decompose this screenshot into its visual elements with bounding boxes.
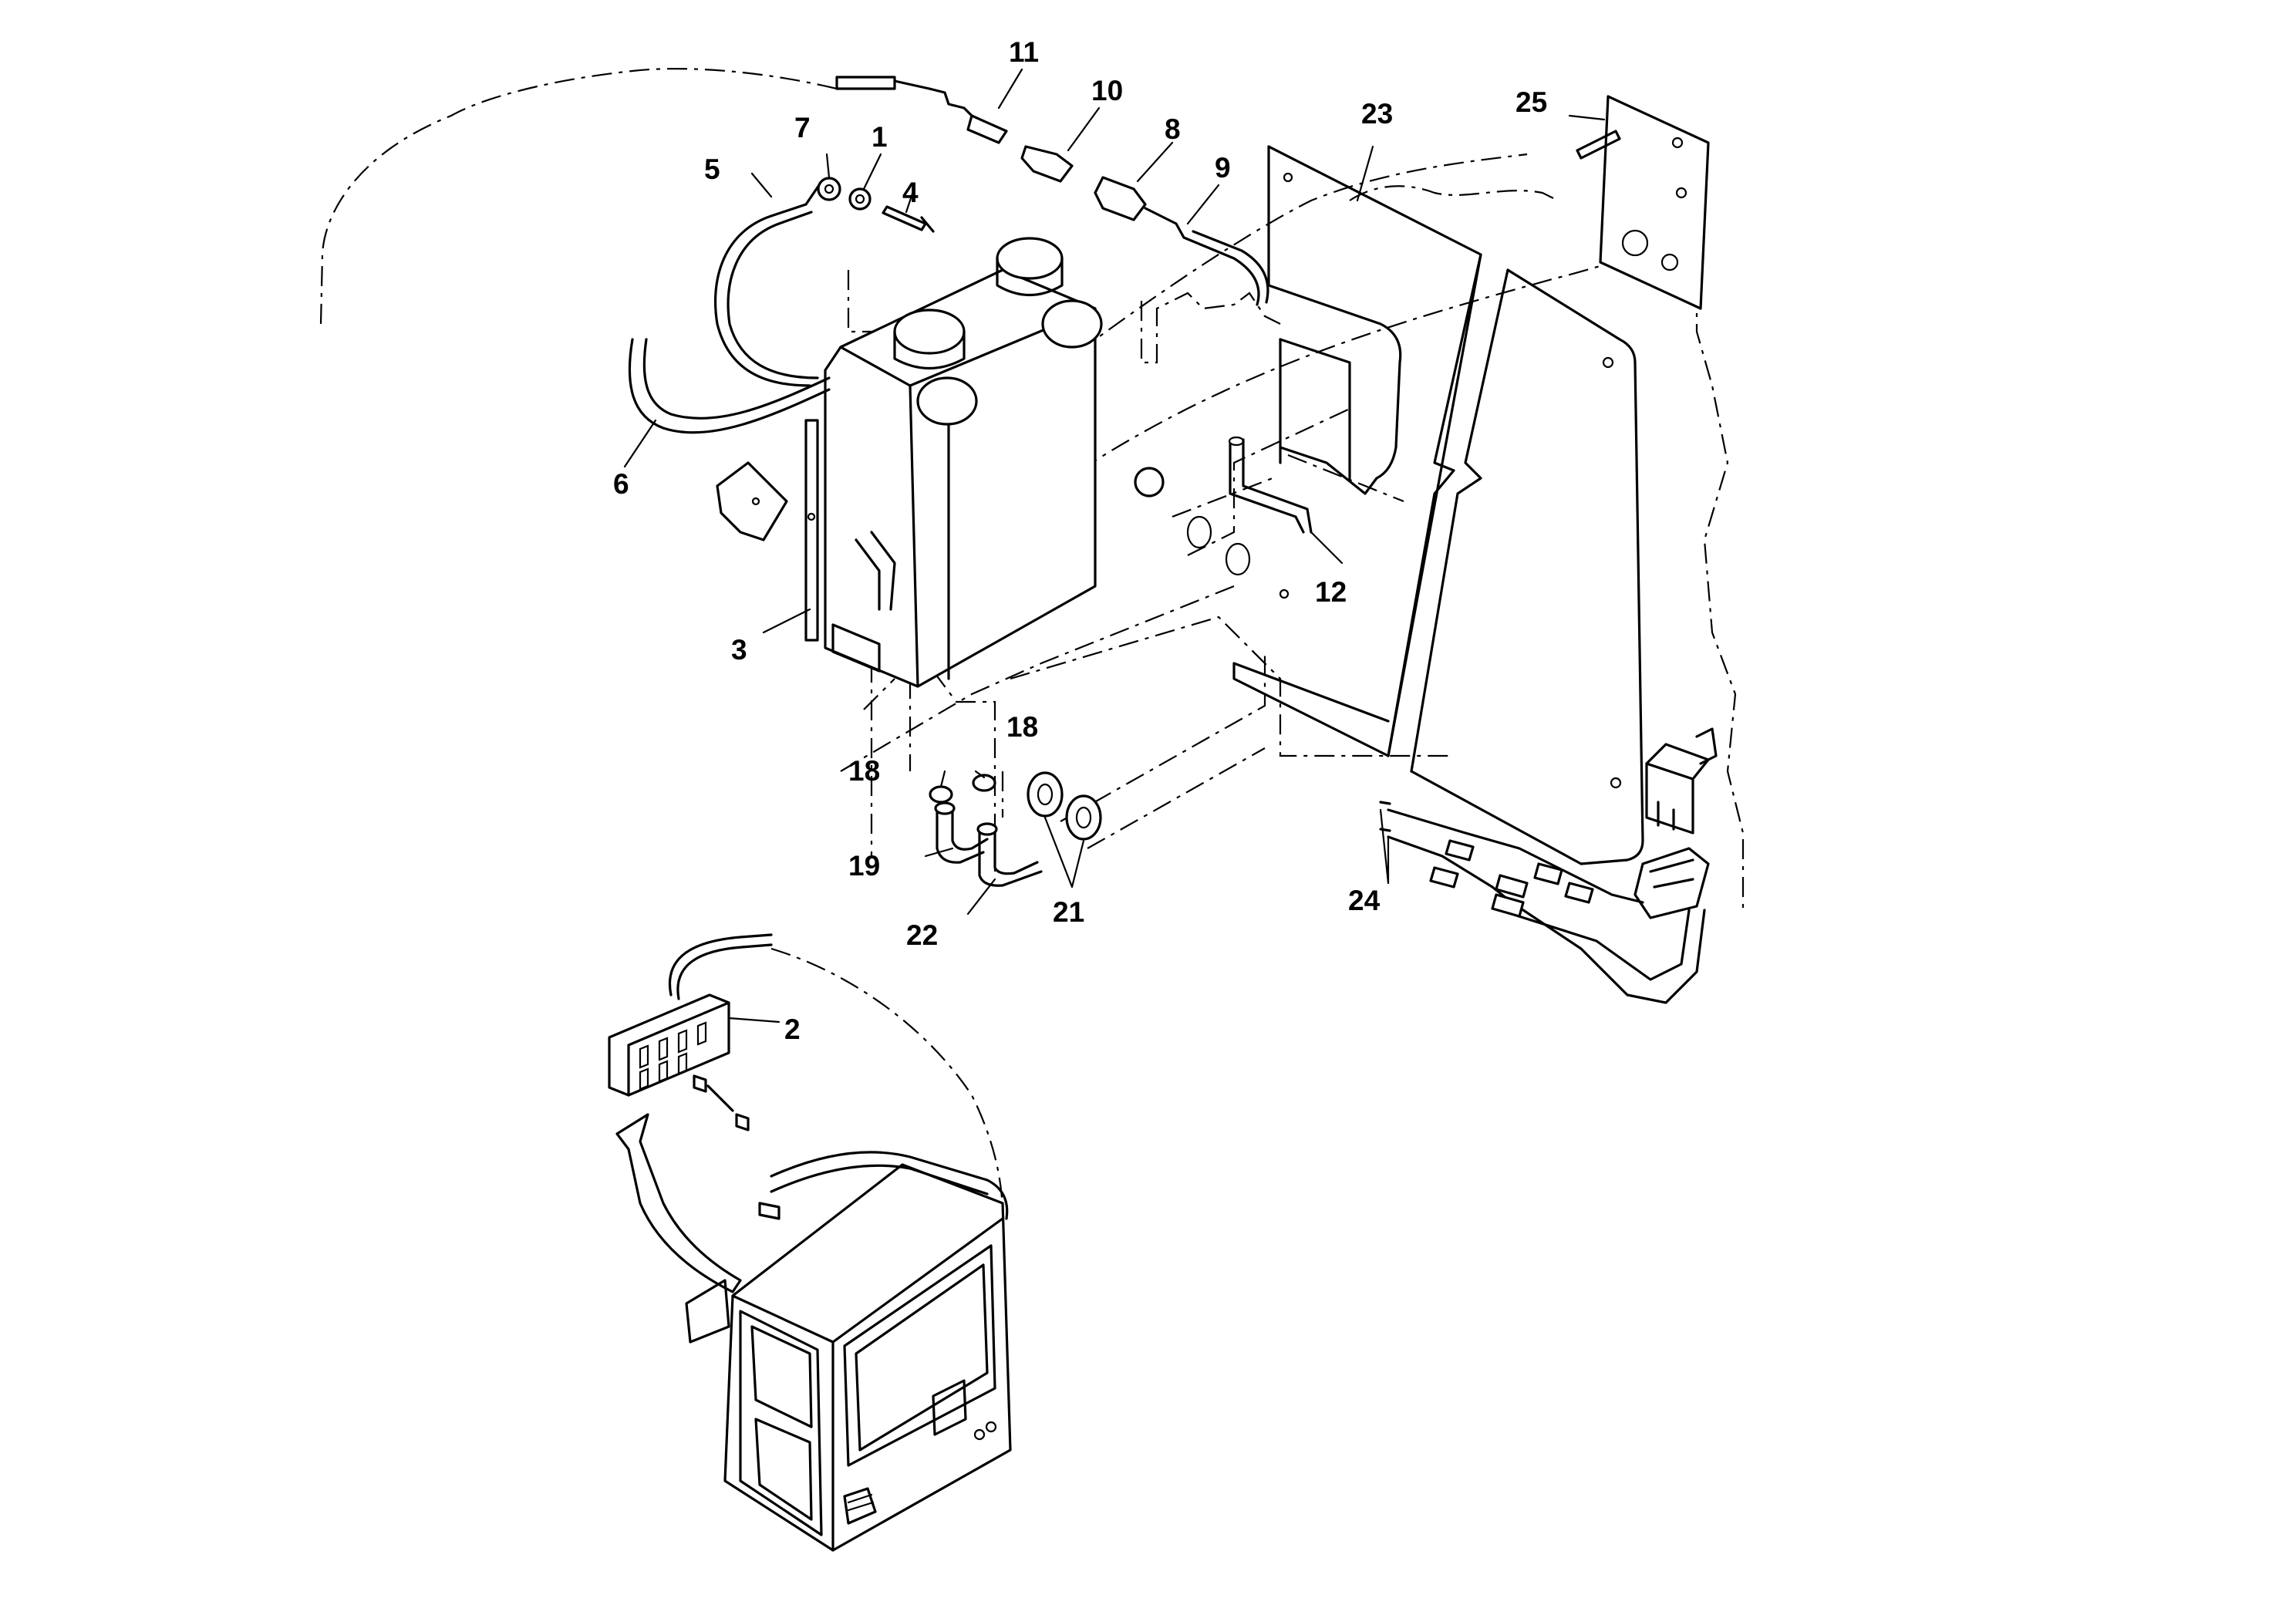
leader-lines — [623, 68, 1606, 1023]
wall-panel — [1232, 145, 1482, 757]
callout-7: 7 — [794, 112, 811, 143]
callout-labels: 11 10 8 9 23 25 7 1 5 4 6 3 12 18 18 19 … — [613, 36, 1547, 1045]
callout-8: 8 — [1165, 113, 1181, 145]
callout-4: 4 — [902, 177, 919, 208]
callout-6: 6 — [613, 468, 629, 500]
callout-2: 2 — [784, 1013, 801, 1045]
mounting-plate — [1576, 95, 1710, 310]
callout-12: 12 — [1315, 576, 1347, 608]
callout-1: 1 — [872, 121, 888, 153]
callout-10: 10 — [1091, 75, 1123, 106]
assembly-lines — [319, 68, 1745, 1419]
hose-fittings — [929, 771, 1102, 887]
cables — [628, 76, 931, 434]
callout-3: 3 — [731, 634, 747, 666]
cab-illustration — [685, 1151, 1012, 1552]
callout-9: 9 — [1215, 152, 1231, 184]
callout-19: 19 — [848, 850, 880, 882]
callout-21: 21 — [1053, 896, 1084, 928]
connectors — [928, 87, 1269, 306]
break-lines — [1387, 253, 1509, 773]
callout-23: 23 — [1361, 98, 1393, 130]
callout-18a: 18 — [848, 755, 880, 787]
callout-24: 24 — [1348, 885, 1381, 916]
cover-plate — [716, 461, 788, 541]
callout-18b: 18 — [1006, 711, 1038, 743]
relay-harness — [1379, 727, 1718, 1004]
callout-5: 5 — [704, 153, 720, 185]
callout-22: 22 — [906, 919, 938, 951]
fuse-box — [608, 933, 773, 1131]
fasteners — [804, 177, 935, 233]
callout-11: 11 — [1009, 36, 1039, 68]
curved-arrow-icon — [615, 1113, 742, 1293]
side-panel — [1410, 268, 1644, 865]
hose-pipe — [1134, 436, 1313, 576]
callout-25: 25 — [1515, 86, 1547, 118]
heater-unit — [804, 237, 1103, 688]
